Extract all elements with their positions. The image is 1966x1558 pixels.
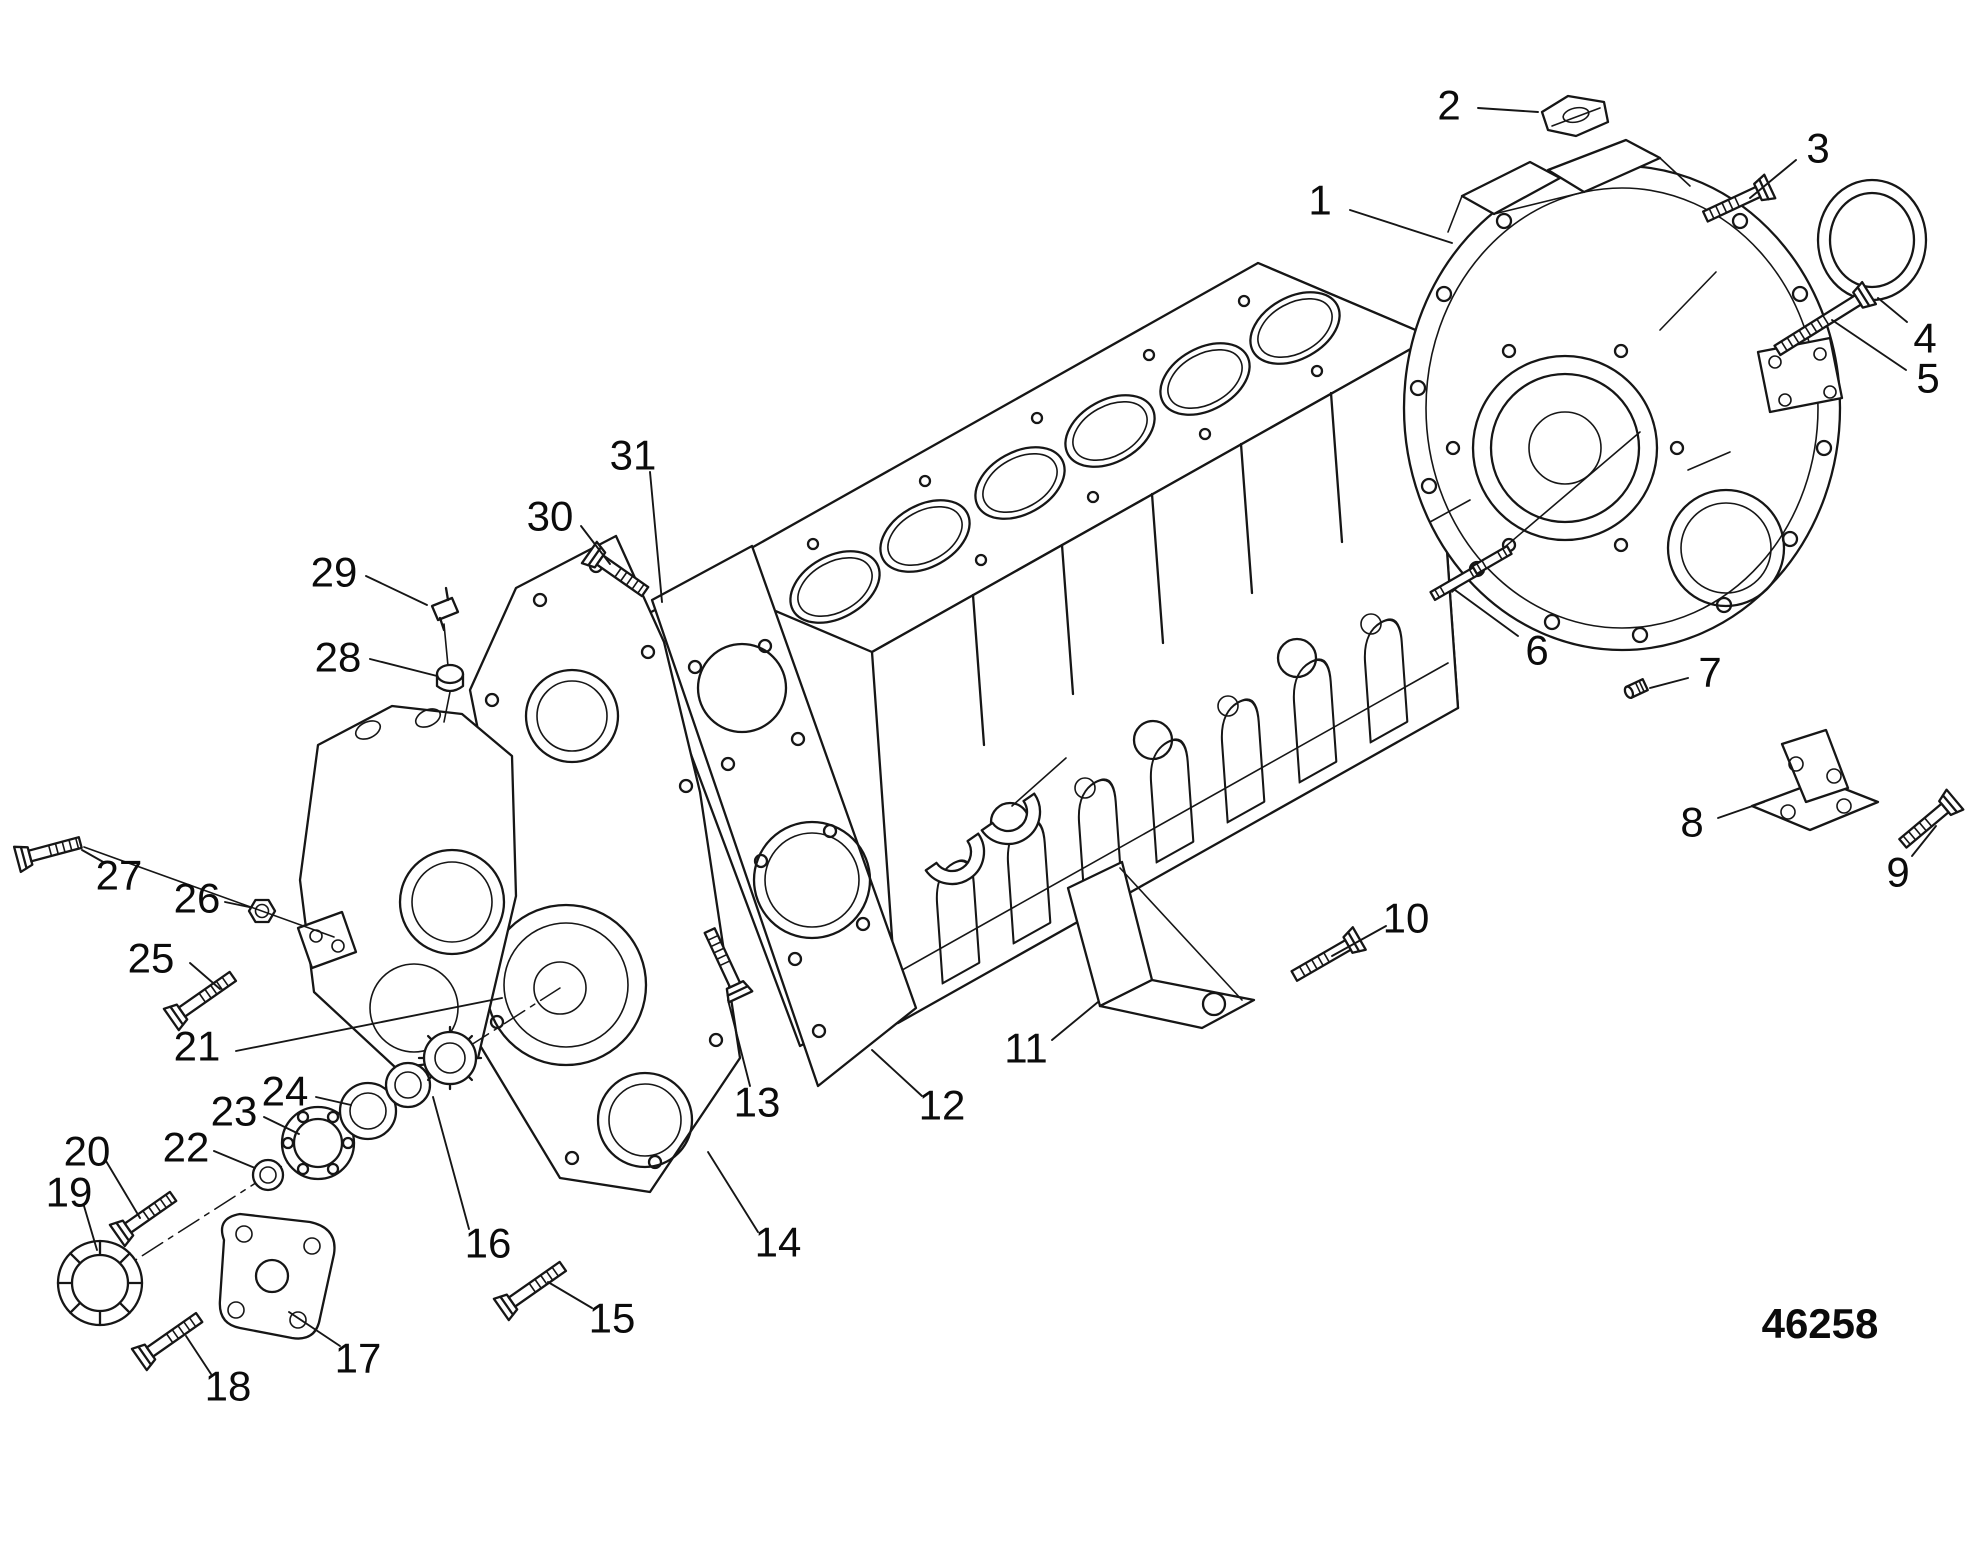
figure-number: 46258 (1762, 1300, 1879, 1347)
callout-11: 11 (1004, 1025, 1048, 1072)
stud (1471, 544, 1513, 576)
callout-5: 5 (1916, 355, 1939, 402)
callout-21: 21 (174, 1023, 221, 1070)
leader-line-28 (369, 658, 438, 677)
leader-line-17 (288, 1311, 341, 1347)
callout-29: 29 (311, 549, 358, 596)
leader-line-9 (1911, 825, 1937, 857)
front-cover (218, 1212, 336, 1340)
seal-bearing-stack (56, 1025, 483, 1327)
rear-plate (650, 544, 918, 1088)
accessory-housing (296, 623, 518, 1070)
leader-line-16 (432, 1096, 470, 1230)
leader-line-21 (235, 997, 503, 1052)
support-bracket (1750, 728, 1880, 832)
callout-20: 20 (64, 1128, 111, 1175)
breather-cap (435, 663, 465, 693)
callout-8: 8 (1680, 799, 1703, 846)
leader-line-10 (1331, 925, 1387, 957)
ball-bearing (280, 1105, 356, 1181)
callout-22: 22 (163, 1124, 210, 1171)
jacket-ribs (971, 391, 1344, 747)
bolt (130, 1311, 204, 1372)
callout-2: 2 (1437, 82, 1460, 129)
leader-line-6 (1454, 589, 1519, 637)
leader-line-2 (1477, 107, 1539, 113)
cylinder-bores (789, 291, 1341, 624)
pipe-plug (1623, 678, 1649, 700)
drive-gear (417, 1025, 483, 1091)
leader-line-13 (727, 999, 751, 1087)
bolt (580, 540, 650, 598)
flywheel-housing (1402, 138, 1844, 652)
callout-7: 7 (1698, 649, 1721, 696)
leader-line-26 (224, 901, 250, 908)
callout-31: 31 (610, 432, 657, 479)
leader-line-19 (83, 1205, 98, 1251)
leader-line-31 (649, 471, 663, 603)
leader-line-14 (707, 1151, 759, 1233)
bolt (492, 1260, 568, 1322)
callout-12: 12 (919, 1082, 966, 1129)
callout-18: 18 (205, 1363, 252, 1410)
callout-9: 9 (1886, 849, 1909, 896)
callout-30: 30 (527, 493, 574, 540)
callout-13: 13 (734, 1079, 781, 1126)
bolt (1290, 926, 1367, 982)
leader-line-8 (1717, 801, 1765, 819)
seal-ring (1816, 178, 1928, 302)
engine-mount-bracket (1066, 860, 1256, 1030)
bolt (1701, 173, 1777, 223)
leader-line-15 (547, 1281, 593, 1309)
callout-28: 28 (315, 634, 362, 681)
leader-line-4 (1877, 297, 1908, 323)
assembly-line-27 (83, 846, 335, 938)
callout-1: 1 (1308, 177, 1331, 224)
bolt (108, 1190, 178, 1248)
bearing-shells (924, 757, 1067, 886)
callout-27: 27 (96, 852, 143, 899)
leader-line-23 (263, 1116, 300, 1135)
callout-25: 25 (128, 935, 175, 982)
callout-6: 6 (1525, 627, 1548, 674)
bolt (162, 970, 238, 1032)
clamp (1540, 94, 1610, 138)
oil-seal (56, 1239, 144, 1327)
leader-line-7 (1649, 677, 1689, 689)
callout-3: 3 (1806, 125, 1829, 172)
leader-line-22 (213, 1150, 256, 1169)
callout-10: 10 (1383, 895, 1430, 942)
callout-24: 24 (262, 1068, 309, 1115)
leader-line-30 (580, 525, 611, 565)
leader-line-5 (1831, 319, 1907, 371)
leader-line-29 (365, 575, 428, 606)
leader-line-24 (315, 1096, 352, 1106)
elbow-fitting (430, 586, 460, 632)
bolt (703, 927, 754, 1004)
callout-16: 16 (465, 1220, 512, 1267)
callout-14: 14 (755, 1219, 802, 1266)
callout-17: 17 (335, 1335, 382, 1382)
callout-23: 23 (211, 1088, 258, 1135)
bolt (1898, 788, 1965, 849)
callout-26: 26 (174, 875, 221, 922)
stud (1429, 562, 1485, 602)
leader-line-27 (81, 849, 106, 864)
deck-bolt-holes (806, 294, 1324, 567)
leader-line-25 (189, 962, 221, 990)
leader-line-18 (185, 1335, 212, 1375)
leader-line-3 (1749, 159, 1797, 199)
bolt (12, 836, 83, 874)
leader-line-20 (105, 1160, 141, 1219)
bolt (1773, 280, 1878, 357)
leader-line-12 (871, 1049, 923, 1097)
leader-line-1 (1349, 209, 1453, 244)
callout-4: 4 (1913, 315, 1936, 362)
leader-line-11 (1051, 1001, 1099, 1041)
callout-15: 15 (589, 1295, 636, 1342)
callout-19: 19 (46, 1169, 93, 1216)
